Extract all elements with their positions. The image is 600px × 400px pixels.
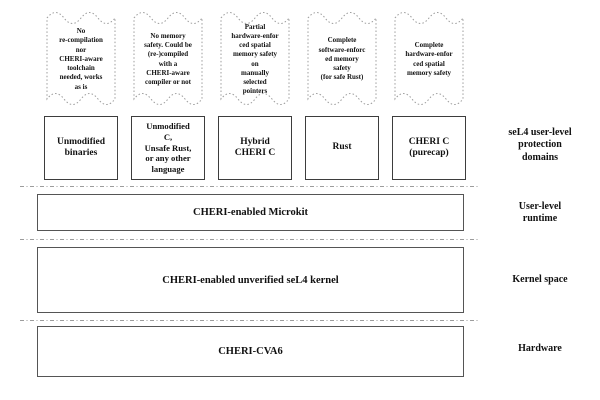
domain-box-unmodified-c: Unmodified C, Unsafe Rust, or any other … [131, 116, 205, 180]
separator-kernel-hardware [20, 320, 478, 321]
side-label-protection-domains: seL4 user-level protection domains [508, 127, 572, 163]
annotation-text: Complete hardware-enfor ced spatial memo… [405, 41, 453, 77]
domain-box-unmodified-binaries: Unmodified binaries [44, 116, 118, 180]
side-label-hardware: Hardware [518, 343, 562, 354]
annotation-text: No memory safety. Could be (re-)compiled… [144, 31, 192, 86]
domain-box-rust: Rust [305, 116, 379, 180]
torn-paper-border [220, 12, 290, 105]
domain-box-hybrid-cheri-c: Hybrid CHERI C [218, 116, 292, 180]
side-label-user-level-runtime: User-level runtime [518, 201, 562, 225]
annotation-text: No re-compilation nor CHERI-aware toolch… [59, 27, 103, 91]
annotation-box-unmodified-binaries: No re-compilation nor CHERI-aware toolch… [44, 7, 118, 110]
layer-bar-cheri-cva6: CHERI-CVA6 [37, 326, 464, 377]
torn-paper-border [394, 12, 464, 105]
torn-paper-border [46, 12, 116, 105]
annotation-text: Partial hardware-enfor ced spatial memor… [231, 22, 279, 96]
annotation-box-hardware-spatial-safety: Complete hardware-enfor ced spatial memo… [392, 7, 466, 110]
annotation-box-software-memory-safety: Complete software-enforc ed memory safet… [305, 7, 379, 110]
separator-runtime-kernel [20, 239, 478, 240]
side-label-kernel-space: Kernel space [512, 274, 568, 285]
layer-bar-sel4-kernel: CHERI-enabled unverified seL4 kernel [37, 247, 464, 313]
separator-user-runtime [20, 186, 478, 187]
layer-bar-microkit: CHERI-enabled Microkit [37, 194, 464, 231]
torn-paper-border [133, 12, 203, 105]
domain-box-cheri-c-purecap: CHERI C (purecap) [392, 116, 466, 180]
annotation-box-no-memory-safety: No memory safety. Could be (re-)compiled… [131, 7, 205, 110]
annotation-box-partial-spatial-safety: Partial hardware-enfor ced spatial memor… [218, 7, 292, 110]
annotation-text: Complete software-enforc ed memory safet… [318, 36, 366, 82]
torn-paper-border [307, 12, 377, 105]
